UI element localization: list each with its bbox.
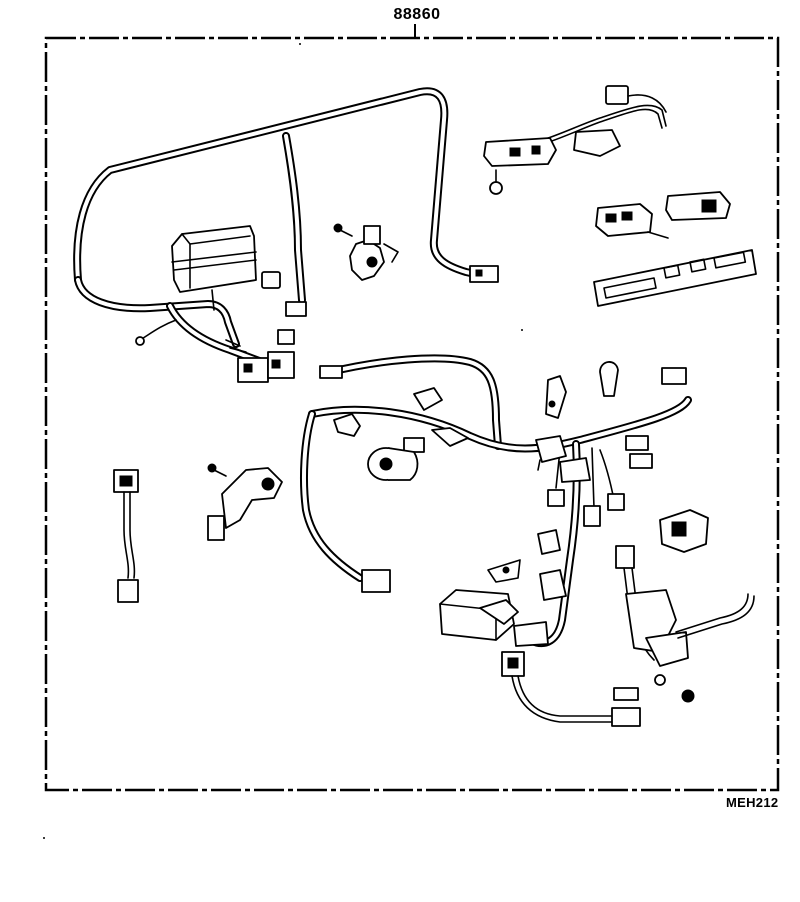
- ecu-module: [439, 559, 521, 641]
- relay-connectors: [225, 271, 307, 383]
- switch-modules: [595, 191, 731, 239]
- assembly-frame: [44, 36, 780, 792]
- upper-harness: [73, 87, 488, 366]
- bracket-sensor: [333, 223, 399, 281]
- stray-dot: [43, 837, 45, 839]
- relay-box: [171, 225, 257, 311]
- horn-cylinder: [367, 447, 419, 481]
- diagram-code-label: MEH212: [726, 795, 779, 810]
- right-switch-block: [659, 509, 709, 553]
- loop-end-connector: [469, 265, 499, 283]
- stray-dot: [299, 43, 301, 45]
- left-switch-assembly: [207, 463, 283, 541]
- lower-center-connectors: [513, 529, 567, 647]
- control-panel-plate: [593, 249, 757, 307]
- center-connectors: [319, 361, 687, 593]
- part-number-label: 88860: [393, 6, 441, 23]
- upper-right-harness: [483, 85, 667, 195]
- lower-right-sensor: [613, 545, 755, 703]
- left-pigtail: [113, 469, 139, 603]
- bottom-pigtail: [501, 651, 641, 727]
- stray-dot: [521, 329, 523, 331]
